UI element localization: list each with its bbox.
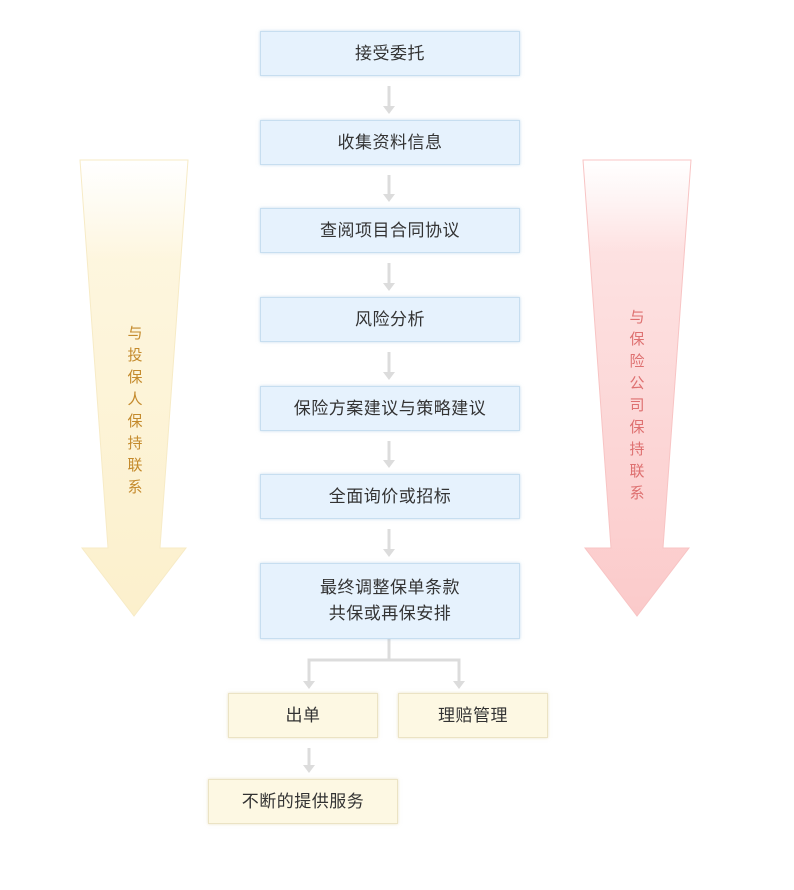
step-inquiry-or-tender: 全面询价或招标	[260, 474, 520, 519]
right-down-arrow	[582, 159, 692, 617]
step-label-line2: 共保或再保安排	[328, 604, 452, 624]
left-side-label: 与投保人保持联系	[127, 324, 143, 496]
left-down-arrow	[79, 159, 189, 617]
step-label: 出单	[285, 705, 321, 726]
step-insurance-plan: 保险方案建议与策略建议	[260, 386, 520, 431]
step-label: 查阅项目合同协议	[320, 220, 460, 241]
step-final-adjustment: 最终调整保单条款 共保或再保安排	[260, 563, 520, 639]
step-label-line1: 最终调整保单条款	[320, 578, 460, 598]
step-label: 不断的提供服务	[241, 791, 365, 812]
step-collect-information: 收集资料信息	[260, 120, 520, 165]
step-label: 收集资料信息	[337, 132, 443, 153]
step-label: 全面询价或招标	[328, 486, 452, 507]
step-accept-commission: 接受委托	[260, 31, 520, 76]
step-risk-analysis: 风险分析	[260, 297, 520, 342]
step-issue-policy: 出单	[228, 693, 378, 738]
step-claims-management: 理赔管理	[398, 693, 548, 738]
step-label: 接受委托	[355, 43, 425, 64]
step-label: 理赔管理	[438, 705, 508, 726]
right-side-label: 与保险公司保持联系	[629, 308, 645, 502]
step-review-contracts: 查阅项目合同协议	[260, 208, 520, 253]
step-continuous-service: 不断的提供服务	[208, 779, 398, 824]
step-label: 风险分析	[355, 309, 425, 330]
step-label: 保险方案建议与策略建议	[293, 398, 487, 419]
